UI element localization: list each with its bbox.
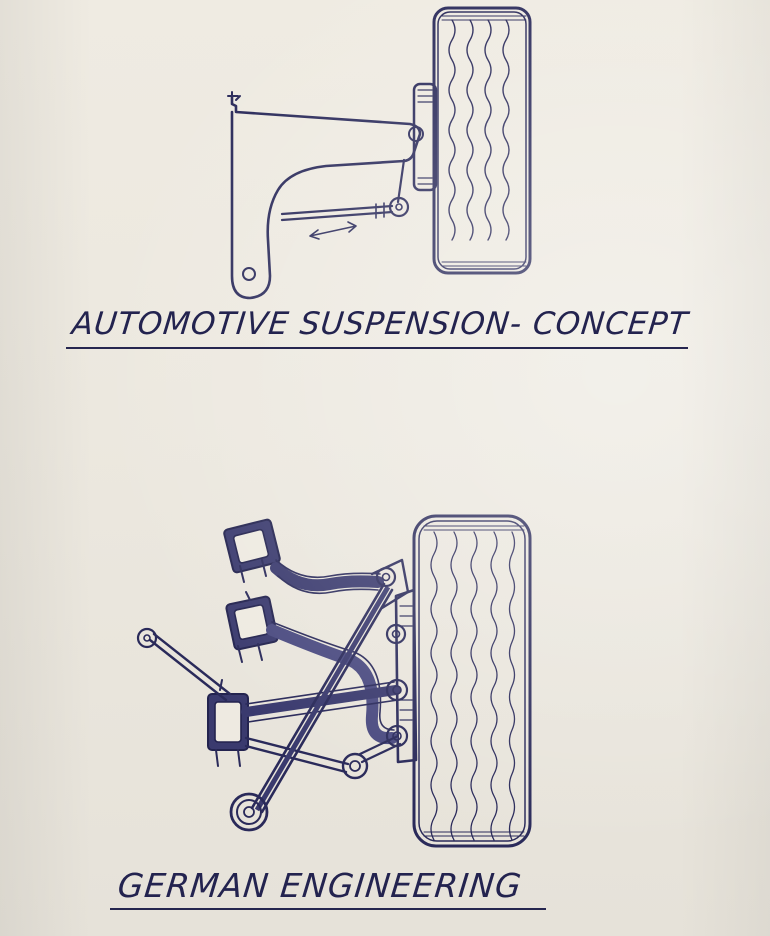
caption-concept-underline xyxy=(66,347,688,349)
caption-german-engineering-underline xyxy=(110,908,546,910)
simple-suspension-drawing xyxy=(227,6,532,300)
bushing-upper xyxy=(223,518,281,583)
top-wheel-hub xyxy=(412,82,438,192)
ball-joints xyxy=(229,566,409,832)
caption-german-engineering: GERMAN ENGINEERING xyxy=(115,866,524,905)
bushing-middle xyxy=(225,591,279,663)
control-arms xyxy=(136,559,402,814)
bushing-lower xyxy=(207,679,249,767)
bottom-wheel-tire xyxy=(412,514,532,848)
top-suspension-bracket xyxy=(227,91,424,300)
caption-concept: AUTOMOTIVE SUSPENSION- CONCEPT xyxy=(70,306,691,342)
top-wheel-tire xyxy=(432,6,532,275)
complex-suspension-drawing xyxy=(136,514,532,848)
